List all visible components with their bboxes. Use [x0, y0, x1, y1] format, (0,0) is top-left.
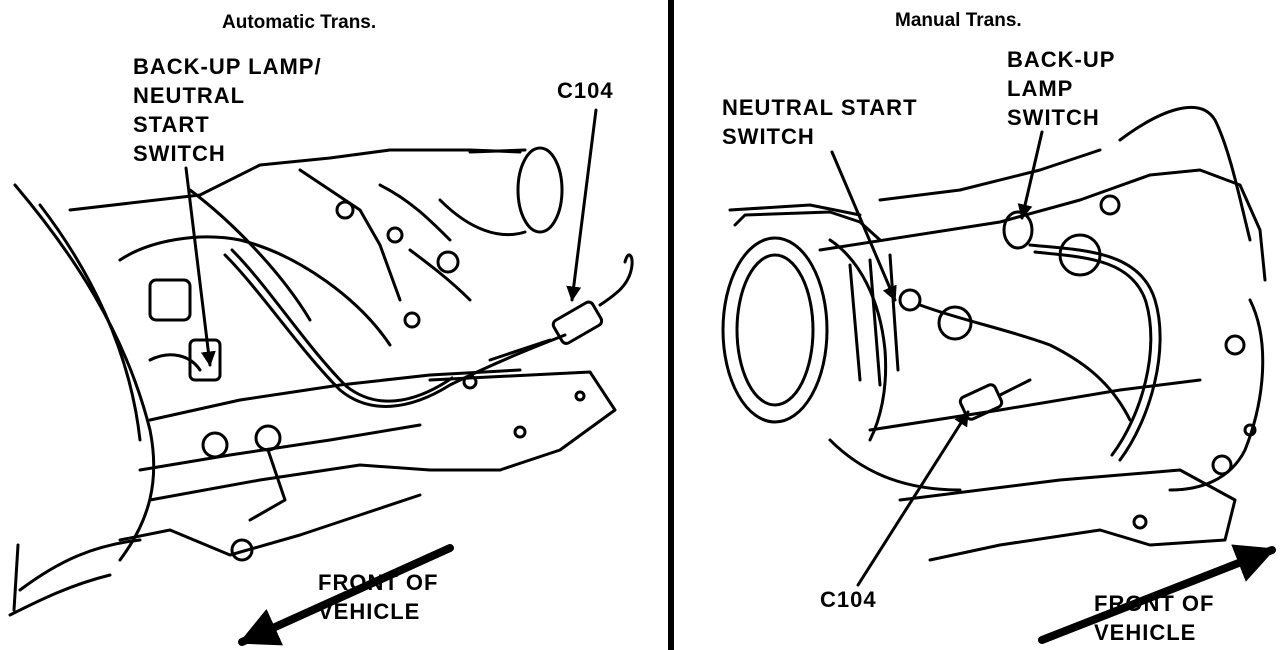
- manual-front-of-vehicle-label: FRONT OF VEHICLE: [1094, 591, 1215, 645]
- automatic-trans-title: Automatic Trans.: [222, 12, 377, 33]
- manual-transmission-drawing: [721, 105, 1276, 644]
- auto-front-of-vehicle-label: FRONT OF VEHICLE: [318, 570, 439, 624]
- backup-neutral-switch-label: BACK-UP LAMP/ NEUTRAL START SWITCH: [133, 54, 322, 166]
- manual-c104-label: C104: [820, 587, 877, 612]
- backup-lamp-switch-label: BACK-UP LAMP SWITCH: [1007, 47, 1116, 130]
- automatic-transmission-drawing: [8, 108, 634, 646]
- auto-c104-label: C104: [557, 78, 614, 103]
- manual-trans-title: Manual Trans.: [895, 10, 1022, 31]
- neutral-start-switch-label: NEUTRAL START SWITCH: [722, 95, 918, 149]
